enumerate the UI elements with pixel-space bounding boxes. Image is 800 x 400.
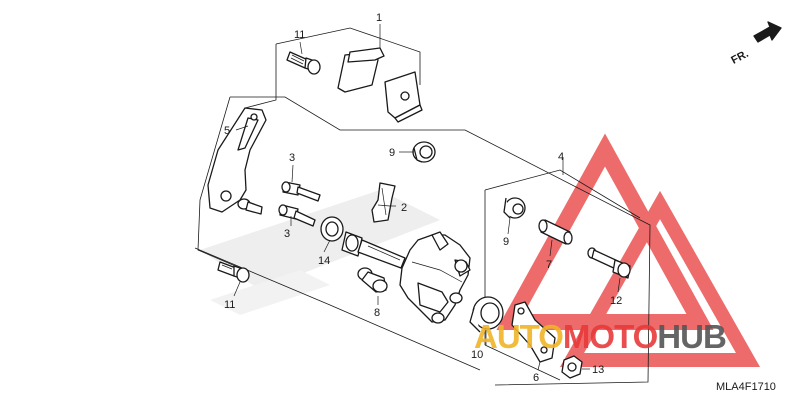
- nut-13: [561, 355, 583, 379]
- caliper-body: [399, 231, 471, 324]
- callout-9-lower: 9: [503, 236, 509, 248]
- retainer-plate-6: [511, 301, 556, 363]
- callout-14: 14: [318, 255, 330, 267]
- bracket-5: [207, 107, 267, 213]
- bolt-12: [587, 247, 631, 279]
- callout-3-lower: 3: [284, 228, 290, 240]
- callout-10: 10: [471, 349, 483, 361]
- boot-9-lower: [503, 197, 526, 219]
- callout-5: 5: [224, 125, 230, 137]
- seal-ring-14: [320, 216, 344, 242]
- callout-9-upper: 9: [389, 147, 395, 159]
- bleeder-8: [357, 267, 388, 293]
- bolt-11-top: [286, 51, 321, 75]
- piston-10: [469, 296, 504, 333]
- leader-lines: [233, 24, 621, 371]
- svg-text:AUTOMOTOHUB: AUTOMOTOHUB: [474, 318, 726, 355]
- sleeve-7: [538, 219, 573, 245]
- callout-8: 8: [374, 307, 380, 319]
- callout-7: 7: [546, 259, 552, 271]
- callout-1: 1: [376, 12, 382, 24]
- pad-spring-2: [371, 182, 396, 223]
- callout-labels: 1 2 3 3 4 5 6 7 8 9 9 10 11 11 12 13 14: [224, 12, 622, 384]
- collar-bushing: [341, 231, 406, 269]
- front-direction-label: FR.: [729, 48, 750, 67]
- callout-2: 2: [401, 202, 407, 214]
- callout-11-top: 11: [294, 29, 305, 41]
- watermark-part-hub: HUB: [657, 318, 726, 355]
- watermark-part-auto: AUTO: [474, 318, 563, 355]
- callout-11-bottom: 11: [224, 299, 235, 311]
- watermark-brand-text: AUTOMOTOHUB: [474, 318, 727, 355]
- diagram-code: MLA4F1710: [716, 381, 776, 393]
- callout-3-upper: 3: [289, 152, 295, 164]
- bolt-11-bottom: [217, 261, 250, 283]
- slide-pin-3-lower: [278, 204, 316, 227]
- bracket-pin-bolt: [237, 198, 263, 215]
- brake-pads-1: [337, 47, 423, 123]
- front-direction-indicator: FR.: [729, 21, 782, 67]
- boot-9-upper: [412, 141, 436, 163]
- callout-13: 13: [592, 364, 604, 376]
- callout-12: 12: [610, 295, 622, 307]
- callout-6: 6: [533, 372, 539, 384]
- watermark-part-moto: MOTO: [563, 318, 658, 355]
- callout-4: 4: [558, 151, 564, 163]
- slide-pin-3-upper: [281, 181, 321, 202]
